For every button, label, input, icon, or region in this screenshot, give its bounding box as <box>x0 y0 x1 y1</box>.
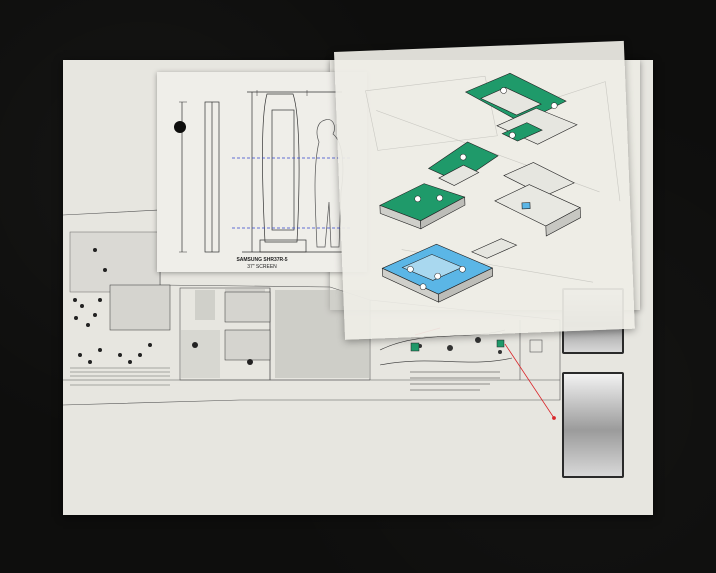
punch-hole-icon <box>174 121 186 133</box>
elevation-model-label: SAMSUNG SHR37R-5 <box>236 257 288 263</box>
elevation-sheet: SAMSUNG SHR37R-5 37" SCREEN <box>157 72 367 272</box>
isometric-diagram <box>365 72 621 303</box>
screen-panel-icon <box>562 372 624 478</box>
isometric-tracing-sheet <box>334 40 635 340</box>
elevation-screen-label: 37" SCREEN <box>247 264 277 270</box>
elevation-drawing <box>179 90 352 253</box>
